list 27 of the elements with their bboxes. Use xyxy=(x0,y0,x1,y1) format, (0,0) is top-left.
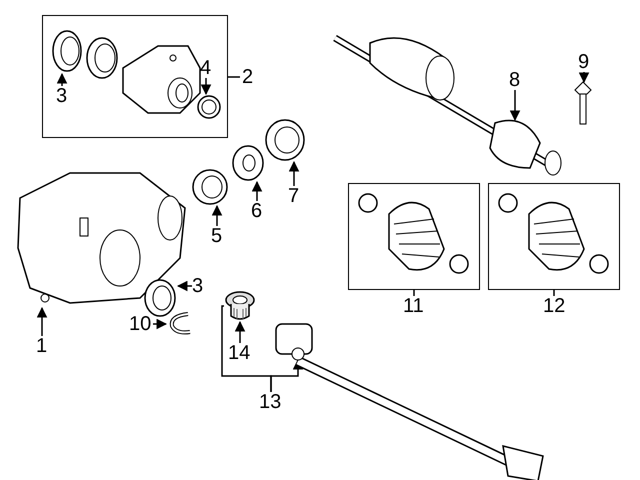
callout-number: 12 xyxy=(543,296,566,316)
callout-number: 6 xyxy=(251,201,262,221)
callout-number: 13 xyxy=(259,392,282,412)
leader-arrow xyxy=(56,72,68,86)
leader-arrow xyxy=(288,160,300,186)
leader-arrow xyxy=(252,180,262,201)
callout-number: 2 xyxy=(242,67,254,87)
leader-arrow xyxy=(36,306,48,336)
leader-arrow xyxy=(176,280,192,292)
callout-number: 1 xyxy=(36,336,48,356)
leader-arrow xyxy=(153,318,168,330)
callout-number: 11 xyxy=(403,296,424,316)
callout-number: 3 xyxy=(192,276,204,296)
callout-number: 14 xyxy=(228,343,250,363)
callout-number: 3 xyxy=(56,86,68,106)
callout-number: 10 xyxy=(129,314,152,334)
leader-arrow xyxy=(510,90,520,122)
leader-arrow xyxy=(200,78,212,96)
bracket-line xyxy=(221,305,272,392)
callout-number: 8 xyxy=(509,70,520,90)
leader-arrow xyxy=(212,204,222,226)
leader-arrow xyxy=(578,72,590,84)
leader-arrow xyxy=(234,320,246,343)
callout-number: 7 xyxy=(288,186,300,206)
callout-number: 9 xyxy=(578,52,590,72)
callout-number: 4 xyxy=(200,58,212,78)
callout-number: 5 xyxy=(211,226,222,246)
